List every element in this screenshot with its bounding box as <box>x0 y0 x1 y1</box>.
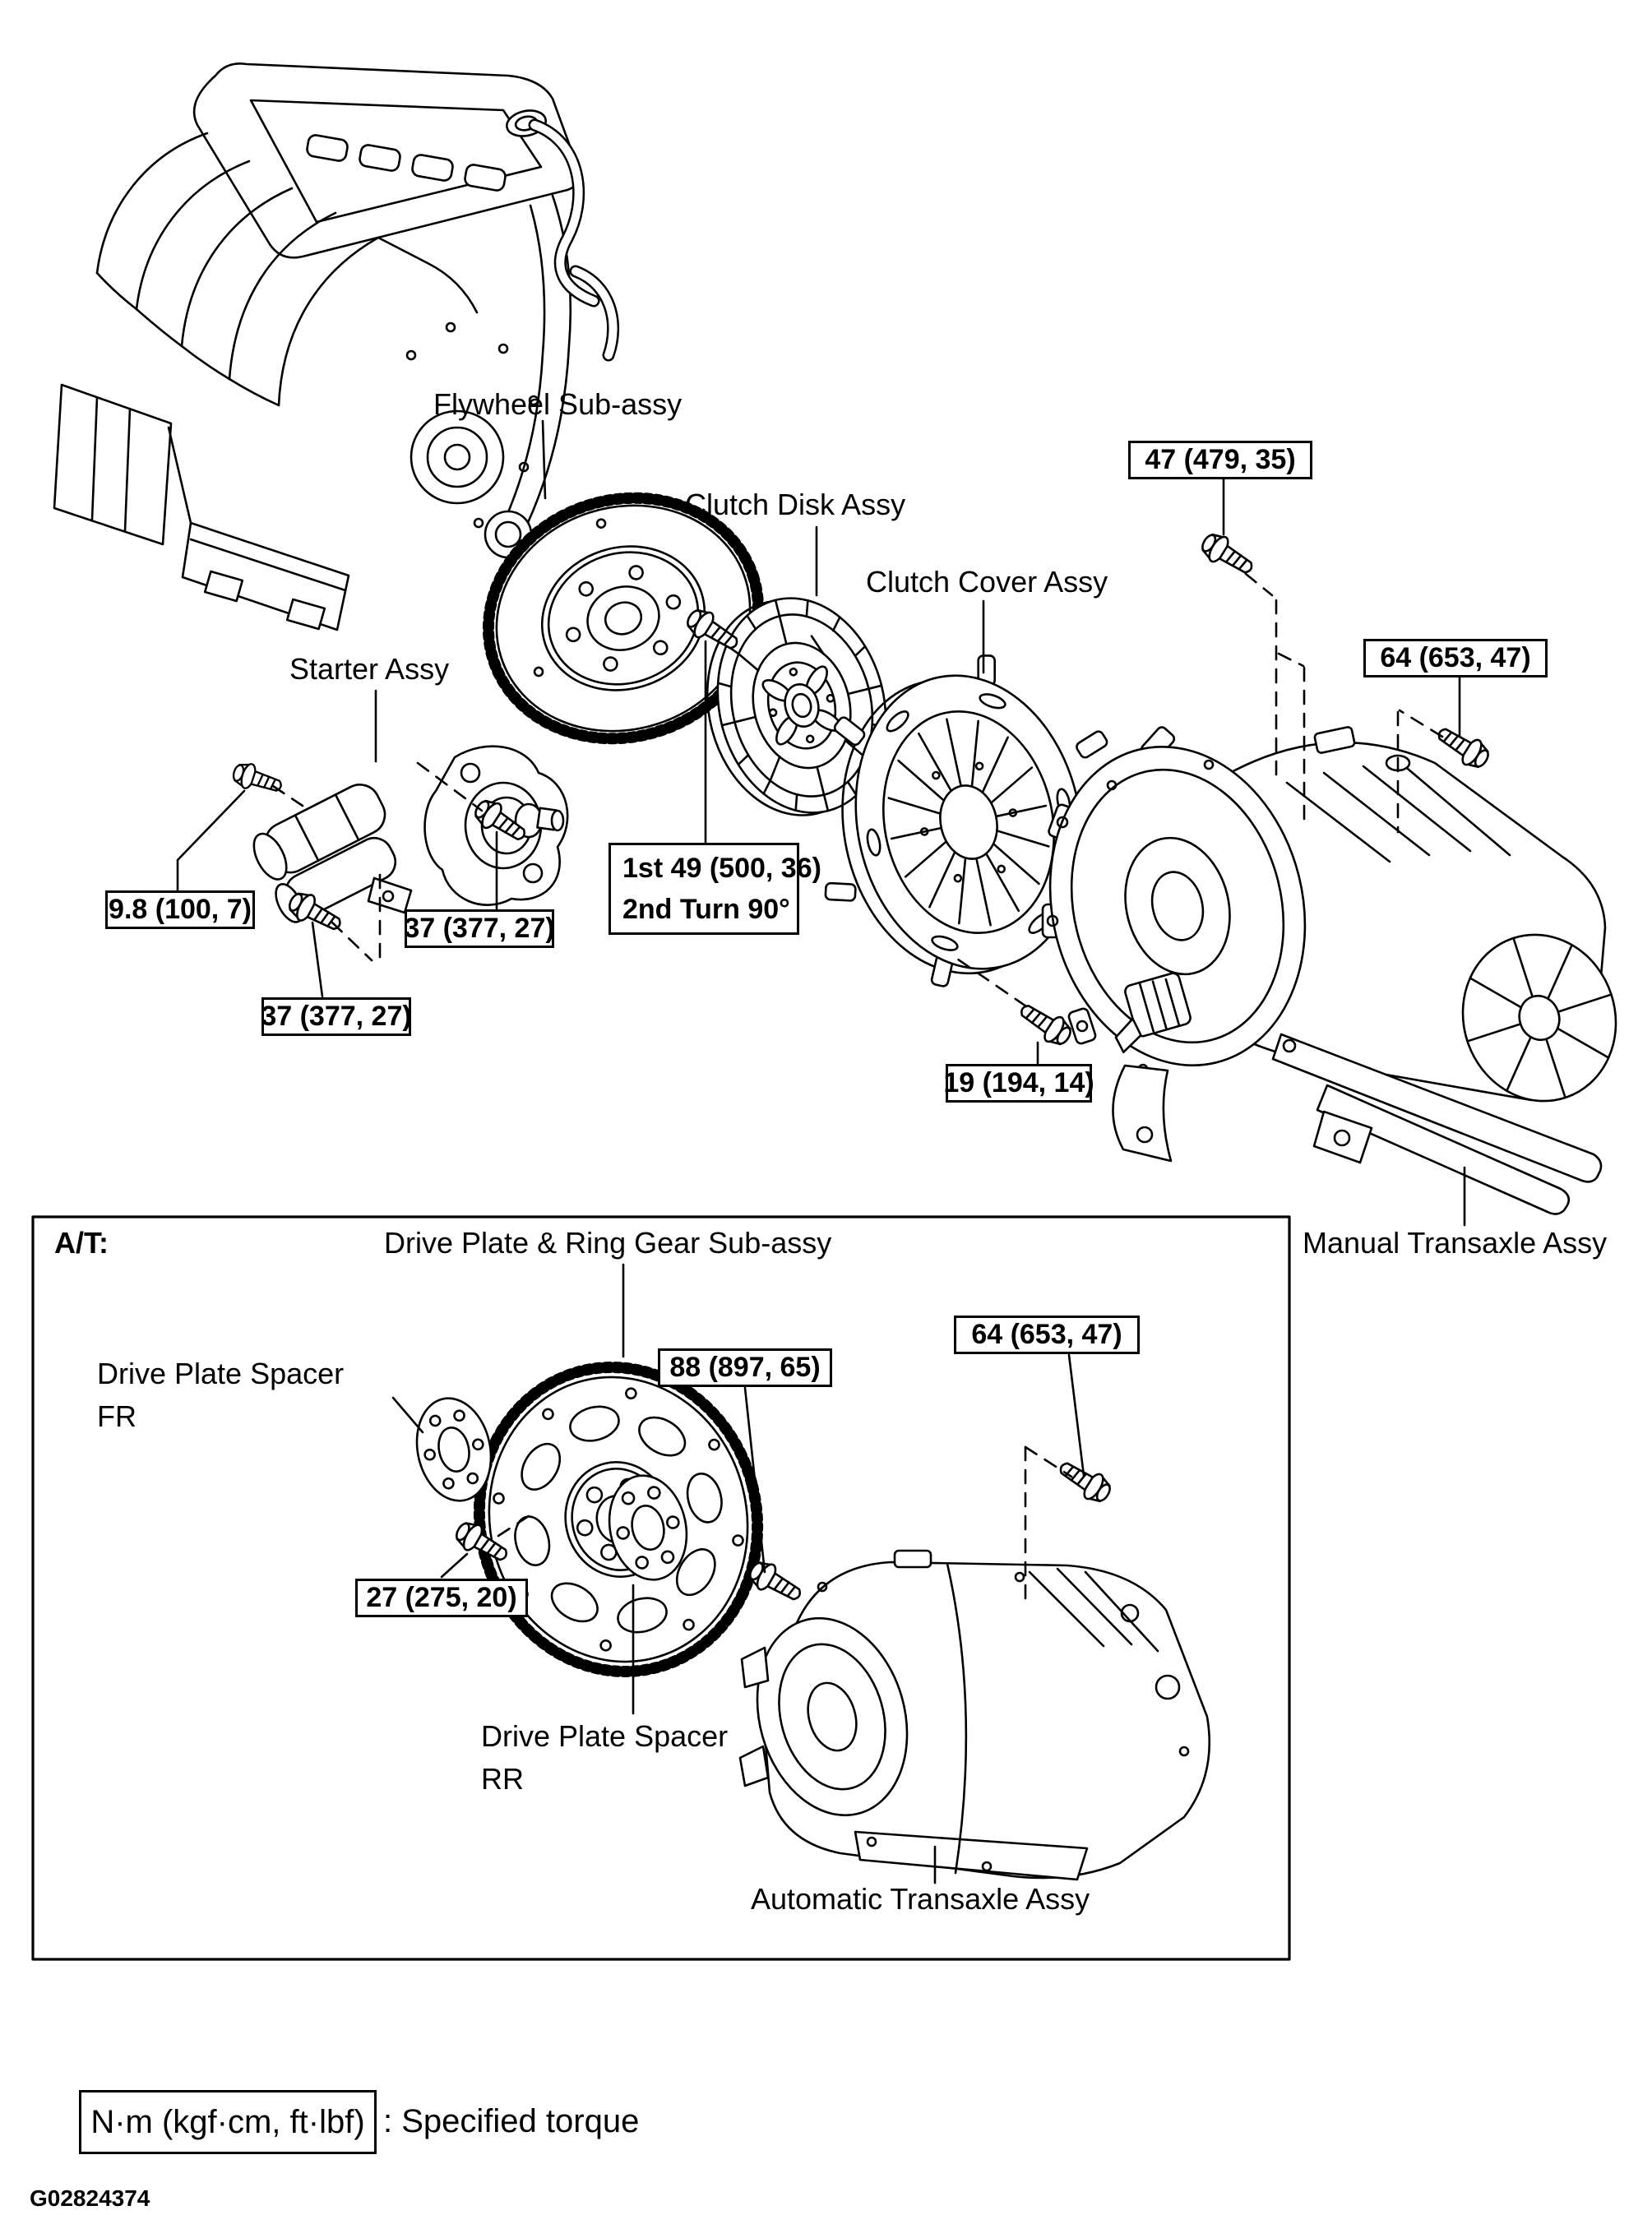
flywheel-label: Flywheel Sub-assy <box>433 387 683 421</box>
drive-plate-spacer-fr-drawing <box>415 1397 493 1502</box>
torque-box-starter-nut: 9.8 (100, 7) <box>105 890 255 929</box>
torque-box-transaxle-bolt-lower: 64 (653, 47) <box>1363 639 1548 677</box>
starter-label: Starter Assy <box>289 652 450 686</box>
transaxle-lower-bolt-icon <box>1431 719 1495 775</box>
clutch-disk-label: Clutch Disk Assy <box>685 488 906 521</box>
manual-transaxle-label: Manual Transaxle Assy <box>1303 1226 1608 1260</box>
at-transaxle-bolt-icon <box>1053 1453 1117 1509</box>
drive-plate-bolt-icon <box>743 1555 807 1610</box>
flywheel-torque-line2: 2nd Turn 90° <box>622 894 790 925</box>
clutch-cover-label: Clutch Cover Assy <box>866 565 1108 599</box>
spacer-fr-line2: FR <box>97 1399 137 1433</box>
drive-plate-spacer-rr-drawing <box>608 1474 688 1581</box>
transaxle-upper-bolt-icon <box>1196 527 1260 583</box>
spacer-rr-line2: RR <box>481 1762 524 1796</box>
torque-box-spacer-bolt: 27 (275, 20) <box>355 1579 528 1617</box>
torque-box-drive-plate-bolt: 88 (897, 65) <box>658 1348 832 1387</box>
torque-box-flywheel-bolt: 1st 49 (500, 36) 2nd Turn 90° <box>609 843 821 935</box>
automatic-transaxle-label: Automatic Transaxle Assy <box>751 1882 1090 1916</box>
spacer-fr-line1: Drive Plate Spacer <box>97 1357 345 1390</box>
torque-box-clutch-cover-bolt: 19 (194, 14) <box>943 1064 1094 1103</box>
manual-transaxle-drawing <box>1041 726 1617 1215</box>
engine-drawing <box>53 62 620 631</box>
drive-plate-spacer-rr-label: Drive Plate Spacer RR <box>481 1715 728 1801</box>
flywheel-torque-line1: 1st 49 (500, 36) <box>622 853 821 884</box>
torque-box-starter-bolt-upper: 37 (377, 27) <box>404 909 555 948</box>
torque-legend-description: : Specified torque <box>383 2103 640 2139</box>
automatic-transaxle-drawing <box>738 1549 1211 1881</box>
torque-unit-box: N·m (kgf·cm, ft·lbf) <box>79 2090 377 2154</box>
starter-nut-icon <box>229 758 286 800</box>
flywheel-drawing <box>482 492 765 745</box>
torque-box-at-transaxle-bolt: 64 (653, 47) <box>954 1316 1140 1354</box>
dashed-lines <box>271 572 1444 1607</box>
clutch-disk-drawing <box>706 597 887 816</box>
spacer-rr-line1: Drive Plate Spacer <box>481 1719 729 1753</box>
torque-box-transaxle-bolt-upper: 47 (479, 35) <box>1128 441 1312 479</box>
leader-lines <box>176 419 1466 1884</box>
torque-box-starter-bolt-lower: 37 (377, 27) <box>261 997 412 1036</box>
figure-code: G02824374 <box>30 2185 150 2211</box>
at-section-label: A/T: <box>54 1226 109 1260</box>
drive-plate-ring-gear-label: Drive Plate & Ring Gear Sub-assy <box>384 1226 832 1260</box>
at-section-border <box>31 1215 1291 1961</box>
drive-plate-spacer-fr-label: Drive Plate Spacer FR <box>97 1353 344 1438</box>
